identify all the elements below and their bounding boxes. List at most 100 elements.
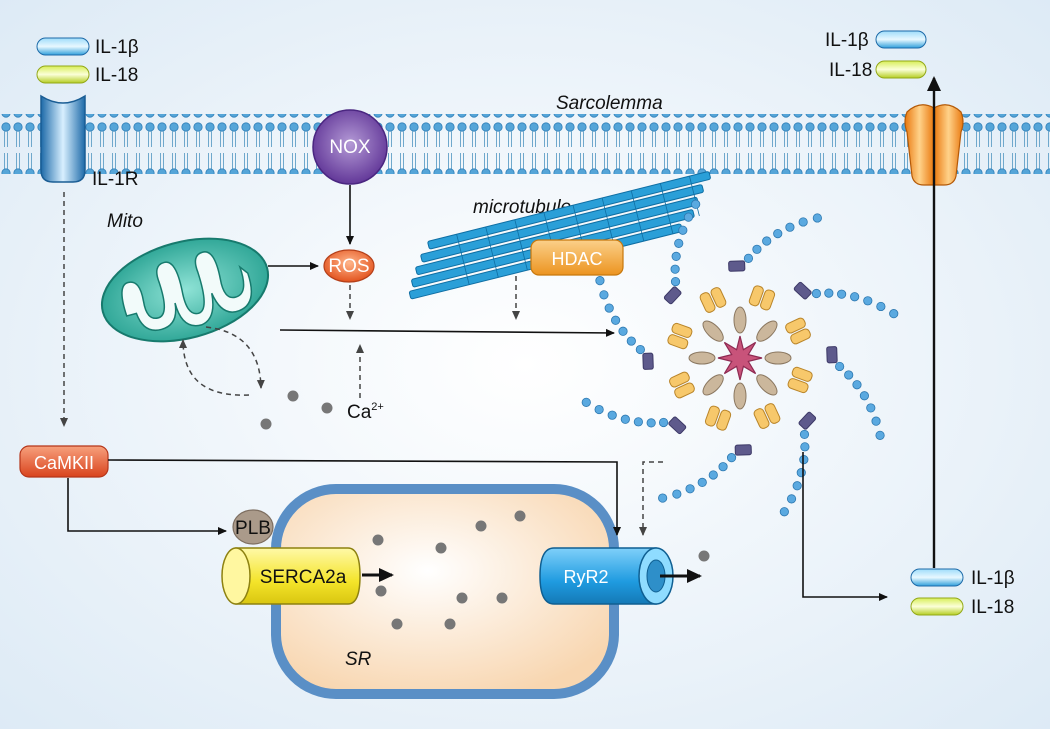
inflammasome-bead <box>800 442 810 452</box>
inflammasome-bead <box>670 264 680 274</box>
inflammasome-petal <box>688 351 716 365</box>
inflammasome-bead <box>779 507 789 517</box>
inflammasome-bead <box>762 236 772 246</box>
inflammasome-bead <box>743 253 754 263</box>
inflammasome-block <box>793 281 812 300</box>
inflammasome-segment <box>704 405 720 427</box>
inflammasome-bead <box>844 370 854 380</box>
inflammasome-bead <box>607 410 617 420</box>
inflammasome-bead <box>859 391 869 401</box>
inflammasome-bead <box>604 303 614 313</box>
serca-pump-icon <box>221 547 361 605</box>
inflammasome-bead <box>594 404 604 415</box>
mito-label: Mito <box>107 211 143 232</box>
inflammasome-petal <box>702 374 724 396</box>
il18-label-top-left: IL-18 <box>95 65 138 86</box>
inflammasome-bead <box>852 380 862 390</box>
il18-label-top-right: IL-18 <box>829 60 872 81</box>
il18-capsule-top-right <box>875 60 927 79</box>
inflammasome-bead <box>683 212 694 222</box>
inflammasome-segment <box>667 334 689 350</box>
inflammasome-bead <box>678 225 688 235</box>
inflammasome-segment <box>671 322 693 338</box>
il1b-label-top-left: IL-1β <box>95 37 139 58</box>
plb-label: PLB <box>235 518 271 539</box>
inflammasome-segment <box>760 289 776 311</box>
inflammasome-block <box>668 416 687 435</box>
inflammasome-bead <box>812 213 822 223</box>
inflammasome-bead <box>626 336 636 346</box>
sarcolemma-membrane <box>0 114 1050 174</box>
inflammasome-petal <box>764 351 792 365</box>
inflammasome-block <box>798 411 817 430</box>
inflammasome-bead <box>633 417 643 427</box>
arrow-camkii-to-ryr2 <box>107 459 621 536</box>
inflammasome-segment <box>785 317 806 334</box>
inflammasome-bead <box>786 494 797 504</box>
inflammasome-bead <box>799 455 809 465</box>
inflammasome-bead <box>674 238 684 248</box>
inflammasome-bead <box>752 244 762 254</box>
serca-label: SERCA2a <box>260 567 347 588</box>
sr-label: SR <box>345 649 372 670</box>
inflammasome-block <box>663 286 682 305</box>
inflammasome-bead <box>595 276 605 286</box>
inflammasome-bead <box>837 289 847 299</box>
inflammasome-bead <box>871 416 881 426</box>
sarcolemma-label: Sarcolemma <box>556 93 663 114</box>
inflammasome-bead <box>635 344 645 355</box>
il18-capsule-bottom-right <box>910 597 964 616</box>
inflammasome-segment <box>764 403 781 424</box>
inflammasome-bead <box>863 296 873 306</box>
ryr2-channel-icon <box>539 547 674 605</box>
pathway-arrows <box>60 76 941 601</box>
inflammasome-bead <box>798 217 808 227</box>
arrow-inflammasome-to-cytokines <box>802 452 888 601</box>
il1b-label-bottom-right: IL-1β <box>971 568 1015 589</box>
inflammasome-bead <box>691 199 701 209</box>
il1b-capsule-top-left <box>36 37 90 56</box>
inflammasome-segment <box>716 409 732 431</box>
hdac-box-icon <box>530 239 624 276</box>
nox-label: NOX <box>329 137 371 158</box>
inflammasome-segment <box>669 371 690 388</box>
inflammasome-segment <box>674 382 695 399</box>
inflammasome-bead <box>799 429 810 440</box>
inflammasome-bead <box>785 222 795 232</box>
inflammasome-bead <box>599 290 609 300</box>
inflammasome-bead <box>658 417 669 428</box>
inflammasome-segment <box>699 292 716 313</box>
ros-label: ROS <box>328 256 369 277</box>
inflammasome-block <box>728 260 746 272</box>
inflammasome-bead <box>671 251 681 261</box>
inflammasome-segment <box>791 366 813 382</box>
inflammasome-bead <box>824 288 834 298</box>
inflammasome-bead <box>835 361 845 372</box>
inflammasome-segment <box>753 408 770 429</box>
inflammasome-bead <box>618 326 628 336</box>
cytokine-export-channel-icon <box>904 104 964 186</box>
inflammasome-bead <box>685 484 695 494</box>
calcium-ion-dots <box>260 390 333 430</box>
il1b-capsule-top-right <box>875 30 927 49</box>
arrow-camkii-to-plb <box>67 478 227 535</box>
inflammasome-bead <box>658 493 668 503</box>
inflammasome-bead <box>875 430 885 440</box>
inflammasome-block <box>826 346 838 364</box>
inflammasome-segment <box>710 287 727 308</box>
inflammasome-bead <box>718 462 728 472</box>
inflammasome-bead <box>646 418 656 428</box>
calcium-label: Ca2+ <box>347 401 384 423</box>
inflammasome-bead <box>697 477 707 487</box>
il1b-capsule-bottom-right <box>910 568 964 587</box>
il1r-label: IL-1R <box>92 169 138 190</box>
arrow-mito-to-calcium <box>205 326 265 389</box>
inflammasome-bead <box>811 288 822 299</box>
mitochondrion-icon <box>100 237 270 343</box>
il18-capsule-top-left <box>36 65 90 84</box>
hdac-label: HDAC <box>551 249 602 269</box>
ros-node-icon <box>323 249 375 283</box>
inflammasome-bead <box>581 397 591 407</box>
